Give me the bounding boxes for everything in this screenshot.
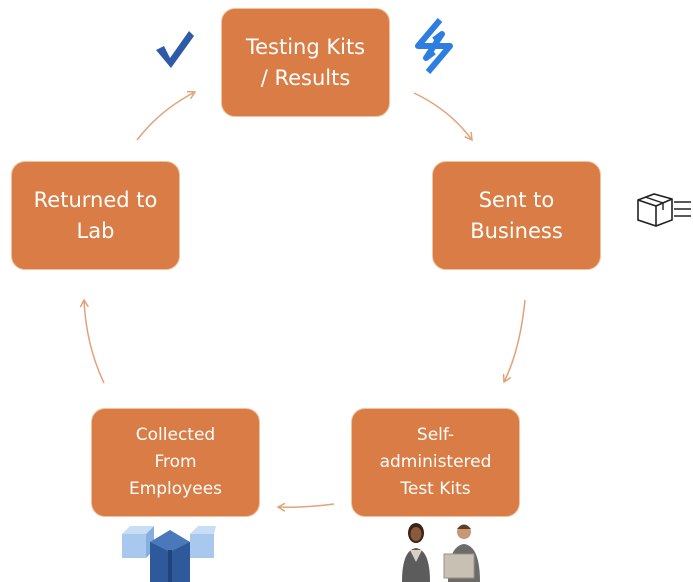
- arrow-n3-n4: [276, 502, 335, 512]
- node-label-sent-to-business: Sent to Business: [470, 187, 563, 243]
- brand-s-icon: [415, 18, 453, 74]
- node-label-self-administered-test-kits: Self- administered Test Kits: [379, 425, 492, 499]
- boxes-icon: [122, 526, 216, 582]
- node-label-collected-from-employees: Collected From Employees: [128, 425, 223, 499]
- node-returned-to-lab: Returned to Lab: [11, 161, 180, 270]
- node-label-testing-kits-results: Testing Kits / Results: [245, 34, 366, 90]
- shipping-box-icon: [637, 193, 691, 227]
- arrow-n5-n1: [136, 90, 197, 141]
- node-testing-kits-results: Testing Kits / Results: [221, 8, 390, 117]
- node-label-returned-to-lab: Returned to Lab: [33, 187, 158, 243]
- checkmark-icon: [156, 31, 194, 68]
- node-sent-to-business: Sent to Business: [432, 161, 601, 270]
- arrow-n1-n2: [413, 92, 473, 142]
- arrow-n4-n5: [79, 298, 105, 384]
- node-self-administered-test-kits: Self- administered Test Kits: [351, 408, 520, 517]
- arrow-n2-n3: [502, 299, 526, 384]
- node-collected-from-employees: Collected From Employees: [91, 408, 260, 517]
- people-icon: [402, 523, 480, 582]
